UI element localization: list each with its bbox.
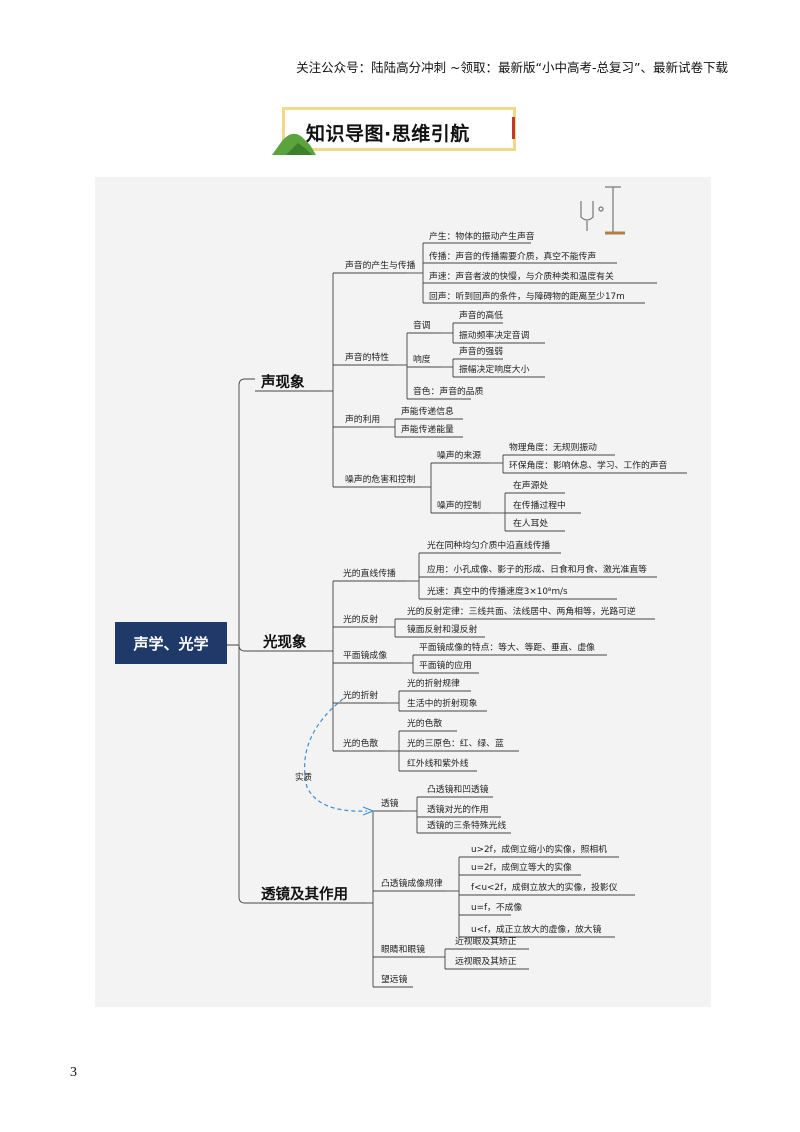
node-l1c: 光速：真空中的传播速度3×10⁸m/s [427, 587, 568, 597]
node-t1b: 透镜对光的作用 [427, 805, 489, 815]
node-s1: 声音的产生与传播 [345, 261, 416, 271]
node-s2: 声音的特性 [345, 353, 389, 363]
node-s4a1: 物理角度：无规则振动 [509, 443, 597, 453]
node-s2a1: 声音的高低 [459, 311, 503, 321]
node-s4b: 噪声的控制 [437, 501, 481, 511]
node-t1a: 凸透镜和凹透镜 [427, 785, 489, 795]
title-banner: 知识导图·思维引航 [272, 103, 524, 155]
node-l5: 光的色散 [343, 739, 379, 749]
node-s4: 噪声的危害和控制 [345, 475, 416, 485]
arrow-head-icon [362, 806, 375, 816]
page-header: 关注公众号：陆陆高分冲刺 ~领取：最新版“小中高考-总复习”、最新试卷下载 [296, 60, 728, 75]
node-s1c: 声速：声音者波的快慢，与介质种类和温度有关 [429, 272, 614, 282]
node-s2b: 响度 [413, 355, 431, 365]
node-t4: 望远镜 [381, 975, 408, 985]
node-t2b: u=2f，成倒立等大的实像 [471, 863, 572, 873]
node-l3: 平面镜成像 [343, 651, 387, 661]
page-number: 3 [70, 1065, 77, 1080]
label-shizhi: 实质 [295, 773, 313, 783]
node-t2c: f<u<2f，成倒立放大的实像，投影仪 [471, 883, 618, 893]
mountain-icon [272, 117, 515, 155]
banner-frame [282, 107, 516, 151]
node-t2e: u<f，成正立放大的虚像，放大镜 [471, 925, 602, 935]
node-s1a: 产生：物体的振动产生声音 [429, 232, 535, 242]
root-node: 声学、光学 [115, 622, 227, 664]
node-l1a: 光在同种均匀介质中沿直线传播 [427, 541, 551, 551]
node-s2a2: 振动频率决定音调 [459, 331, 530, 341]
branch-sound: 声现象 [261, 375, 305, 391]
node-l2: 光的反射 [343, 615, 379, 625]
node-s2b2: 振幅决定响度大小 [459, 365, 530, 375]
node-l4: 光的折射 [343, 691, 379, 701]
banner-title: 知识导图·思维引航 [306, 123, 470, 145]
node-s2b1: 声音的强弱 [459, 347, 503, 357]
node-s3: 声的利用 [345, 415, 381, 425]
node-l2b: 镜面反射和漫反射 [407, 625, 478, 635]
node-l2a: 光的反射定律：三线共面、法线居中、两角相等，光路可逆 [407, 607, 636, 617]
node-t2d: u=f，不成像 [471, 903, 523, 913]
dashed-connector [304, 698, 368, 812]
node-s3a: 声能传递信息 [401, 407, 454, 417]
branch-lens: 透镜及其作用 [261, 887, 348, 903]
node-t1: 透镜 [381, 799, 399, 809]
node-t1c: 透镜的三条特殊光线 [427, 821, 507, 831]
node-l1: 光的直线传播 [343, 569, 396, 579]
node-l5b: 光的三原色：红、绿、蓝 [407, 739, 504, 749]
node-l4a: 光的折射规律 [407, 679, 460, 689]
node-s4a: 噪声的来源 [437, 451, 481, 461]
node-s4b1: 在声源处 [513, 481, 549, 491]
node-t3b: 远视眼及其矫正 [455, 957, 517, 967]
node-s1d: 回声：听到回声的条件，与障碍物的距离至少17m [429, 292, 625, 302]
node-l3b: 平面镜的应用 [419, 661, 472, 671]
node-s2a: 音调 [413, 321, 431, 331]
node-l5a: 光的色散 [407, 719, 443, 729]
node-l1b: 应用：小孔成像、影子的形成、日食和月食、激光准直等 [427, 565, 647, 575]
node-l3a: 平面镜成像的特点：等大、等距、垂直、虚像 [419, 643, 595, 653]
mind-map-lines [227, 186, 687, 988]
node-s2c: 音色：声音的品质 [413, 387, 484, 397]
node-s4a2: 环保角度：影响休息、学习、工作的声音 [509, 461, 668, 471]
node-t2: 凸透镜成像规律 [381, 879, 443, 889]
node-t2a: u>2f，成倒立缩小的实像，照相机 [471, 845, 608, 855]
node-l5c: 红外线和紫外线 [407, 759, 469, 769]
node-l4b: 生活中的折射现象 [407, 699, 478, 709]
node-s3b: 声能传递能量 [401, 425, 454, 435]
mind-map: 声现象 光现象 透镜及其作用 声音的产生与传播 产生：物体的振动产生声音 传播：… [95, 177, 711, 1007]
tuning-fork-icon [580, 186, 625, 235]
node-t3: 眼睛和眼镜 [381, 945, 425, 955]
node-t3a: 近视眼及其矫正 [455, 937, 517, 947]
node-s1b: 传播：声音的传播需要介质，真空不能传声 [429, 252, 597, 262]
node-s4b2: 在传播过程中 [513, 501, 566, 511]
node-s4b3: 在人耳处 [513, 519, 549, 529]
branch-light: 光现象 [263, 635, 307, 651]
